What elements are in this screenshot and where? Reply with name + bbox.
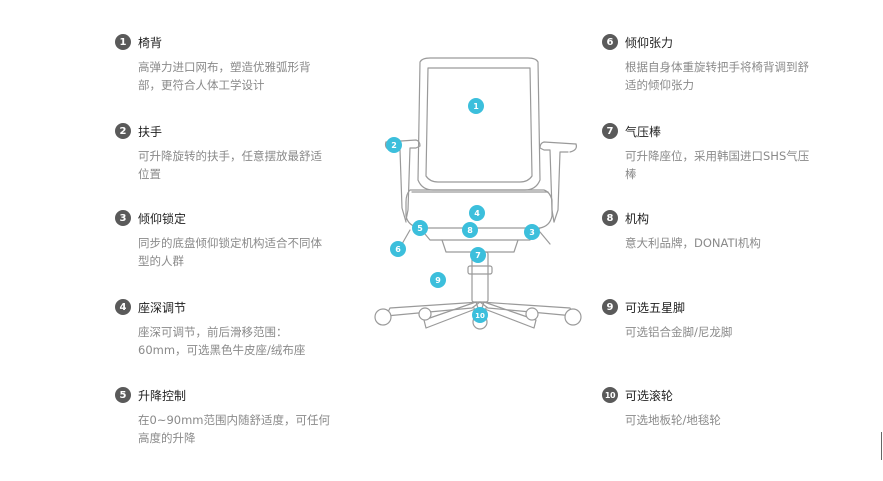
feature-desc: 根据自身体重旋转把手将椅背调到舒 适的倾仰张力	[625, 58, 825, 94]
caster	[525, 307, 539, 321]
chair-diagram: 1 2 3 4 5 6 7 8	[374, 57, 582, 330]
desc-line: 意大利品牌，DONATI机构	[625, 236, 761, 250]
marker-3: 3	[524, 224, 540, 240]
feature-desc: 可升降座位，采用韩国进口SHS气压 棒	[625, 147, 825, 183]
marker-label: 8	[467, 226, 473, 235]
feature-10: 10 可选滚轮 可选地板轮/地毯轮	[602, 385, 822, 429]
marker-label: 5	[417, 224, 423, 233]
number-badge-2: 2	[115, 123, 131, 139]
desc-line: 高弹力进口网布，塑造优雅弧形背	[138, 60, 311, 74]
desc-line: 可升降座位，采用韩国进口SHS气压	[625, 149, 810, 163]
feature-title: 可选五星脚	[625, 300, 686, 315]
feature-9: 9 可选五星脚 可选铝合金脚/尼龙脚	[602, 297, 822, 341]
feature-title: 升降控制	[138, 388, 187, 403]
marker-8: 8	[462, 222, 478, 238]
number-badge-8: 8	[602, 210, 618, 226]
desc-line: 型的人群	[138, 254, 184, 268]
feature-8: 8 机构 意大利品牌，DONATI机构	[602, 208, 822, 252]
feature-title: 可选滚轮	[625, 388, 674, 403]
feature-title: 椅背	[138, 35, 163, 50]
right-armrest	[539, 141, 577, 223]
desc-line: 高度的升降	[138, 431, 196, 445]
marker-label: 4	[474, 209, 480, 218]
number-badge-5: 5	[115, 387, 131, 403]
feature-desc: 可升降旋转的扶手，任意摆放最舒适 位置	[138, 147, 338, 183]
feature-desc: 在0~90mm范围内随舒适度，可任何 高度的升降	[138, 411, 338, 447]
desc-line: 60mm，可选黑色牛皮座/绒布座	[138, 343, 306, 357]
star-base	[385, 301, 481, 317]
desc-line: 在0~90mm范围内随舒适度，可任何	[138, 413, 330, 427]
mechanism	[419, 227, 541, 241]
number-badge-3: 3	[115, 210, 131, 226]
desc-line: 可升降旋转的扶手，任意摆放最舒适	[138, 149, 322, 163]
desc-line: 座深可调节，前后滑移范围：	[138, 325, 288, 339]
feature-desc: 座深可调节，前后滑移范围： 60mm，可选黑色牛皮座/绒布座	[138, 323, 338, 359]
feature-desc: 高弹力进口网布，塑造优雅弧形背 部，更符合人体工学设计	[138, 58, 338, 94]
marker-10: 10	[472, 307, 488, 323]
marker-label: 3	[529, 228, 535, 237]
marker-label: 9	[435, 276, 441, 285]
feature-3: 3 倾仰锁定 同步的底盘倾仰锁定机构适合不同体 型的人群	[115, 208, 335, 270]
caster	[418, 307, 432, 321]
feature-title: 倾仰张力	[625, 35, 674, 50]
desc-line: 同步的底盘倾仰锁定机构适合不同体	[138, 236, 322, 250]
feature-7: 7 气压棒 可升降座位，采用韩国进口SHS气压 棒	[602, 121, 822, 183]
marker-4: 4	[469, 205, 485, 221]
marker-label: 10	[475, 312, 485, 320]
feature-desc: 同步的底盘倾仰锁定机构适合不同体 型的人群	[138, 234, 338, 270]
desc-line: 位置	[138, 167, 161, 181]
number-badge-6: 6	[602, 34, 618, 50]
desc-line: 棒	[625, 167, 637, 181]
backrest-inner	[425, 67, 533, 183]
feature-desc: 意大利品牌，DONATI机构	[625, 234, 825, 252]
caster	[564, 308, 582, 326]
number-badge-10: 10	[602, 387, 618, 403]
marker-6: 6	[390, 241, 406, 257]
feature-title: 气压棒	[625, 124, 662, 139]
desc-line: 可选铝合金脚/尼龙脚	[625, 325, 733, 339]
caster	[374, 308, 392, 326]
desc-line: 根据自身体重旋转把手将椅背调到舒	[625, 60, 809, 74]
marker-9: 9	[430, 272, 446, 288]
edge-divider	[881, 432, 882, 460]
feature-title: 机构	[625, 211, 650, 226]
number-badge-9: 9	[602, 299, 618, 315]
feature-desc: 可选铝合金脚/尼龙脚	[625, 323, 825, 341]
marker-label: 2	[391, 141, 397, 150]
marker-label: 1	[473, 102, 479, 111]
desc-line: 部，更符合人体工学设计	[138, 78, 265, 92]
number-badge-7: 7	[602, 123, 618, 139]
number-badge-4: 4	[115, 299, 131, 315]
marker-label: 7	[475, 251, 481, 260]
feature-2: 2 扶手 可升降旋转的扶手，任意摆放最舒适 位置	[115, 121, 335, 183]
backrest-outline	[417, 57, 541, 191]
feature-4: 4 座深调节 座深可调节，前后滑移范围： 60mm，可选黑色牛皮座/绒布座	[115, 297, 335, 359]
marker-7: 7	[470, 247, 486, 263]
number-badge-1: 1	[115, 34, 131, 50]
marker-2: 2	[386, 137, 402, 153]
left-armrest	[385, 139, 421, 221]
feature-5: 5 升降控制 在0~90mm范围内随舒适度，可任何 高度的升降	[115, 385, 335, 447]
marker-1: 1	[468, 98, 484, 114]
feature-title: 座深调节	[138, 300, 187, 315]
desc-line: 适的倾仰张力	[625, 78, 694, 92]
feature-1: 1 椅背 高弹力进口网布，塑造优雅弧形背 部，更符合人体工学设计	[115, 32, 335, 94]
marker-label: 6	[395, 245, 401, 254]
marker-5: 5	[412, 220, 428, 236]
feature-title: 扶手	[138, 124, 163, 139]
feature-6: 6 倾仰张力 根据自身体重旋转把手将椅背调到舒 适的倾仰张力	[602, 32, 822, 94]
feature-title: 倾仰锁定	[138, 211, 187, 226]
desc-line: 可选地板轮/地毯轮	[625, 413, 721, 427]
feature-desc: 可选地板轮/地毯轮	[625, 411, 825, 429]
